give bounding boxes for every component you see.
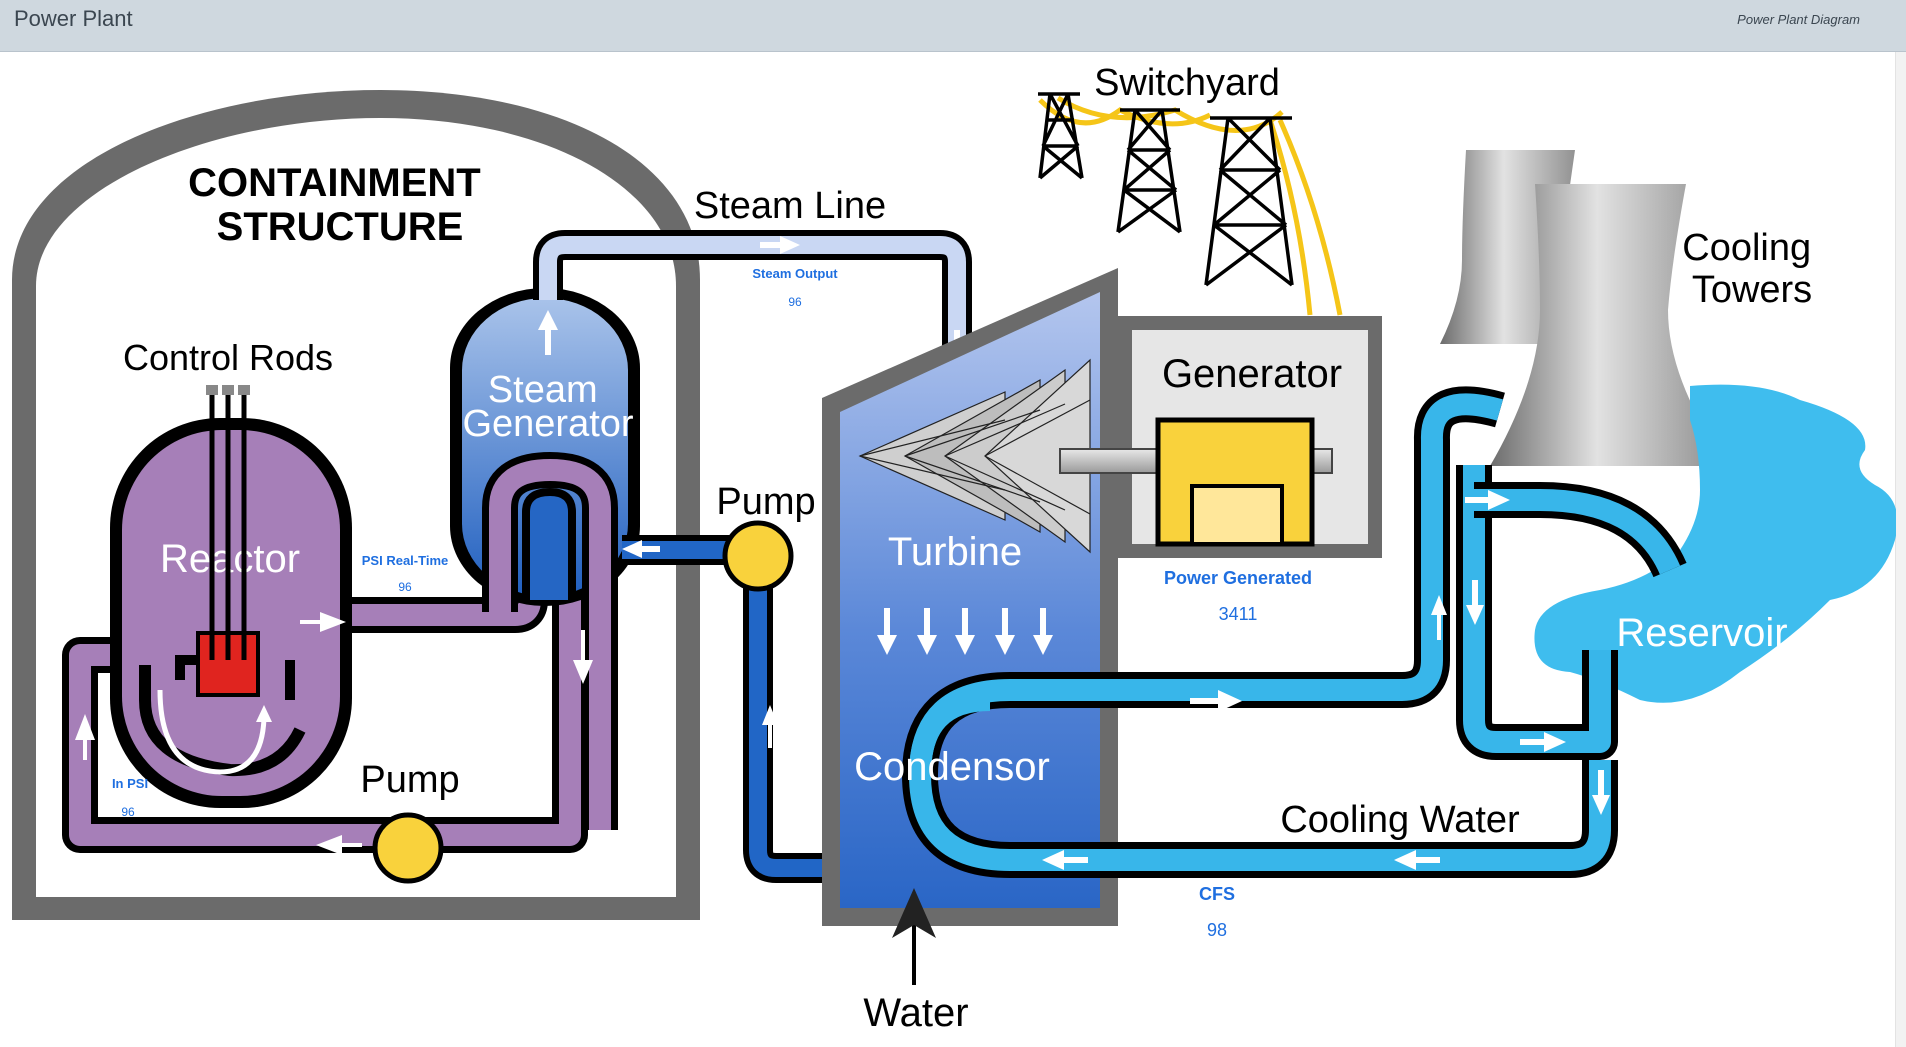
containment-label-line1: CONTAINMENT bbox=[188, 161, 481, 205]
power-plant-diagram: CONTAINMENT STRUCTURE Steam Generator Re… bbox=[12, 62, 1896, 1035]
generator-label: Generator bbox=[1162, 352, 1342, 396]
turbine-label: Turbine bbox=[888, 530, 1022, 574]
steam-line-pipe bbox=[533, 230, 972, 370]
control-rods bbox=[206, 385, 250, 660]
turbine-blades bbox=[858, 358, 1091, 554]
cooling-towers-label: Cooling Towers bbox=[1682, 227, 1821, 311]
cooling-water-pipes bbox=[902, 386, 1687, 878]
cooling-flow-arrows bbox=[1042, 490, 1610, 870]
switchyard-label: Switchyard bbox=[1094, 62, 1280, 104]
diagram-subtitle: Power Plant Diagram bbox=[1737, 12, 1860, 27]
primary-pump-label: Pump bbox=[360, 759, 459, 801]
steam-output-readout: Steam Output 96 bbox=[752, 266, 838, 309]
cfs-label: CFS bbox=[1199, 884, 1235, 904]
control-rods-label: Control Rods bbox=[123, 337, 333, 378]
steam-output-value: 96 bbox=[788, 295, 802, 309]
reservoir bbox=[1534, 384, 1896, 703]
steam-generator bbox=[450, 288, 640, 830]
power-generated-readout: Power Generated 3411 bbox=[1164, 568, 1312, 624]
reservoir-label: Reservoir bbox=[1616, 611, 1787, 655]
vertical-scrollbar[interactable] bbox=[1895, 52, 1906, 1047]
cooling-towers-label-line2: Towers bbox=[1692, 269, 1812, 311]
steam-generator-label-line2: Generator bbox=[462, 403, 633, 445]
app-title: Power Plant bbox=[14, 6, 133, 31]
secondary-pump-label: Pump bbox=[716, 481, 815, 523]
secondary-pump bbox=[722, 520, 794, 592]
cfs-readout: CFS 98 bbox=[1199, 884, 1235, 940]
cfs-value: 98 bbox=[1207, 920, 1227, 940]
steam-line-label: Steam Line bbox=[694, 185, 886, 227]
power-generated-label: Power Generated bbox=[1164, 568, 1312, 588]
power-generated-value: 3411 bbox=[1219, 604, 1258, 624]
psi-real-time-label: PSI Real-Time bbox=[362, 553, 448, 568]
psi-real-time-readout: PSI Real-Time 96 bbox=[362, 553, 448, 594]
psi-real-time-value: 96 bbox=[398, 580, 412, 594]
in-psi-value: 96 bbox=[121, 805, 135, 819]
containment-label: CONTAINMENT STRUCTURE bbox=[188, 161, 492, 249]
steam-output-label: Steam Output bbox=[752, 266, 838, 281]
water-label: Water bbox=[863, 991, 968, 1035]
primary-flow-arrows bbox=[75, 612, 593, 855]
steam-generator-label: Steam Generator bbox=[462, 369, 633, 445]
steam-generator-label-line1: Steam bbox=[488, 369, 598, 411]
cooling-towers bbox=[1440, 150, 1728, 466]
containment-label-line2: STRUCTURE bbox=[217, 205, 464, 249]
in-psi-label: In PSI bbox=[112, 776, 148, 791]
cooling-water-label: Cooling Water bbox=[1280, 799, 1520, 841]
turbine-down-arrows bbox=[877, 608, 1053, 655]
cooling-towers-label-line1: Cooling bbox=[1682, 227, 1811, 269]
primary-pump bbox=[372, 812, 444, 884]
generator-building bbox=[1059, 316, 1382, 558]
reactor-vessel bbox=[110, 418, 352, 808]
switchyard-lines bbox=[1038, 95, 1343, 316]
water-inlet-arrow bbox=[892, 888, 936, 985]
transmission-towers bbox=[1038, 92, 1294, 287]
turbine-housing bbox=[822, 268, 1118, 926]
app-header: Power Plant Power Plant Diagram bbox=[0, 0, 1906, 52]
in-psi-readout: In PSI 96 bbox=[112, 776, 148, 819]
condensor-label: Condensor bbox=[854, 745, 1050, 789]
